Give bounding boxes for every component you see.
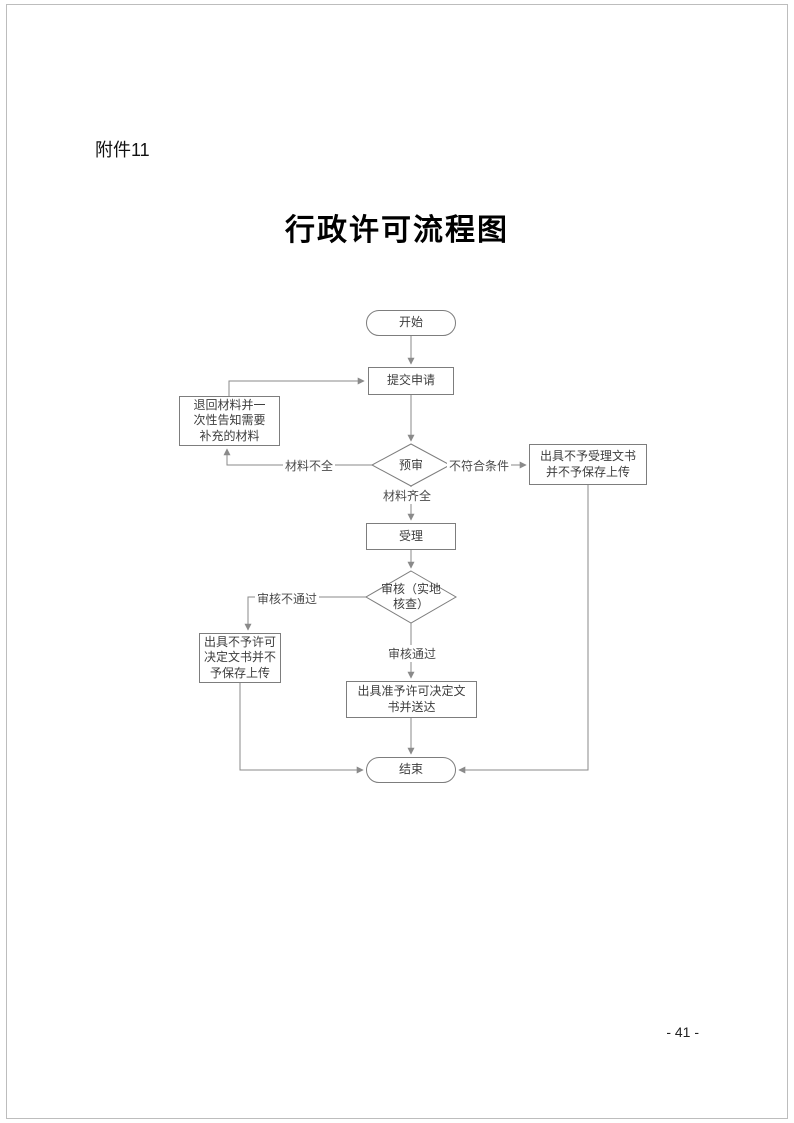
flow-node-submit-application: 提交申请 xyxy=(368,367,454,395)
flow-node-start: 开始 xyxy=(366,310,456,336)
flow-node-pre-review: 预审 xyxy=(398,457,423,472)
attachment-label: 附件11 xyxy=(95,140,150,160)
flow-node-grant-permit: 出具准予许可决定文 书并送达 xyxy=(346,681,477,718)
flow-node-return-materials: 退回材料并一 次性告知需要 补充的材料 xyxy=(179,396,280,446)
edge-label-not-qualified: 不符合条件 xyxy=(447,457,512,474)
flow-node-end: 结束 xyxy=(366,757,456,783)
edge-label-materials-incomplete: 材料不全 xyxy=(283,457,336,474)
flow-node-reject-acceptance: 出具不予受理文书 并不予保存上传 xyxy=(529,444,647,485)
edge-label-review-failed: 审核不通过 xyxy=(255,590,320,607)
flow-node-accept: 受理 xyxy=(366,523,456,550)
page-title: 行政许可流程图 xyxy=(285,214,509,247)
edge-label-review-passed: 审核通过 xyxy=(386,645,439,662)
edge-label-materials-complete: 材料齐全 xyxy=(381,487,434,504)
page-number: - 41 - xyxy=(666,1024,699,1040)
flow-node-deny-permit: 出具不予许可 决定文书并不 予保存上传 xyxy=(199,633,281,683)
flow-node-review: 审核（实地 核查） xyxy=(380,582,441,611)
